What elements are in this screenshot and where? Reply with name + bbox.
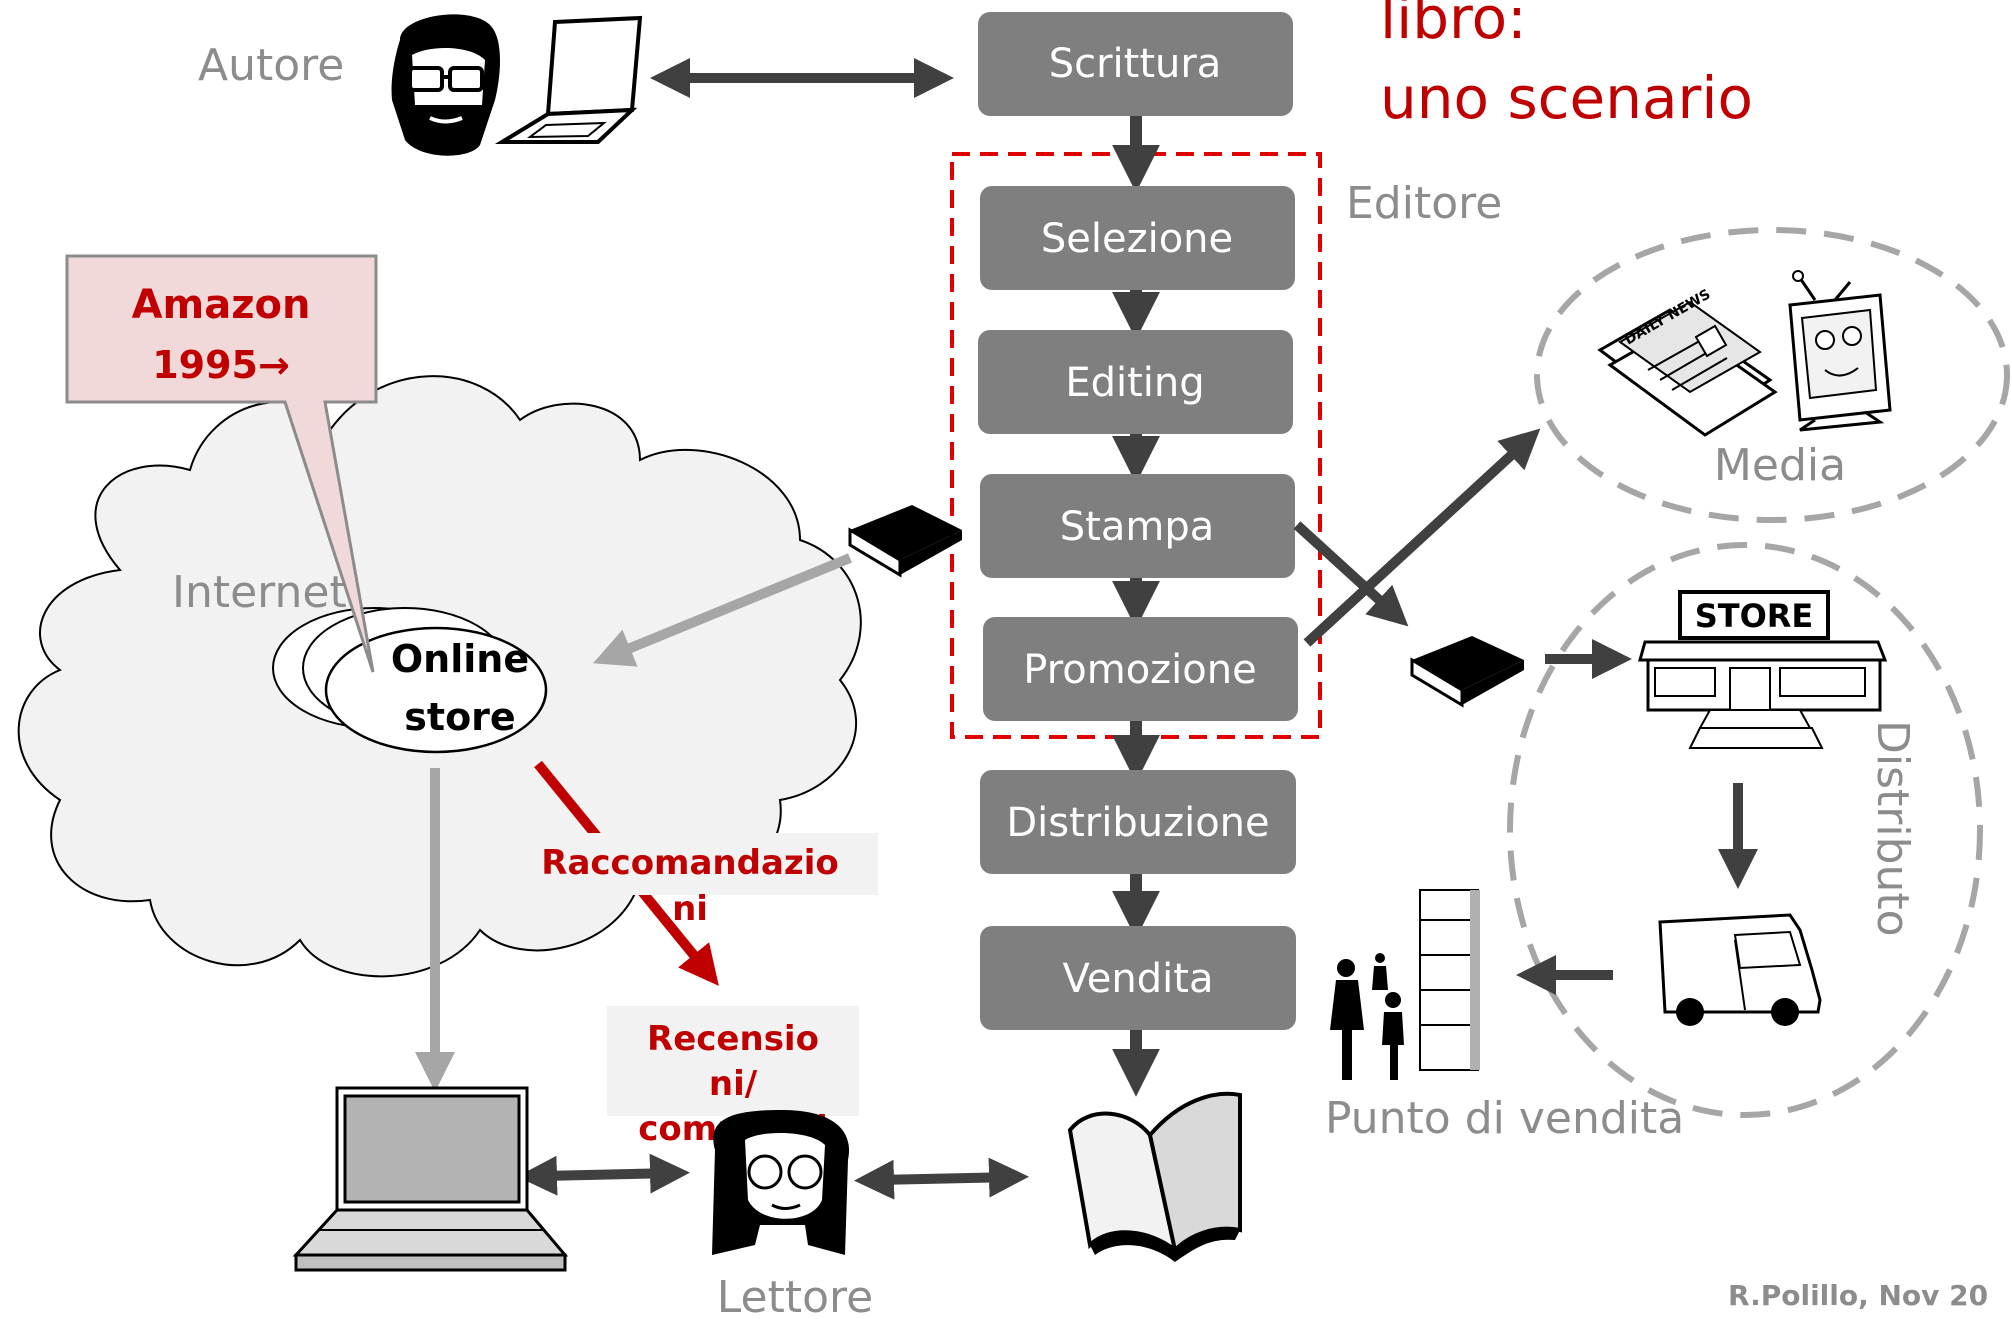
open-book-icon	[1067, 1091, 1242, 1262]
raccomandazioni-box: Raccomandazio ni	[530, 833, 878, 929]
step-editing: Editing	[978, 330, 1293, 434]
punto-vendita-label: Punto di vendita	[1325, 1093, 1684, 1144]
amazon-label: Amazon	[132, 282, 311, 328]
step-distribuzione: Distribuzione	[980, 770, 1296, 874]
store-building-icon: STORE	[1638, 590, 1888, 749]
title-line-1: libro:	[1380, 0, 1527, 52]
step-scrittura: Scrittura	[978, 12, 1293, 116]
side-arrows	[517, 58, 1758, 1200]
amazon-callout: Amazon 1995→	[65, 254, 378, 673]
step-stampa: Stampa	[980, 474, 1295, 578]
bookshop-customers-icon	[1330, 889, 1480, 1080]
woman-reader-icon: Lettore	[712, 1110, 873, 1319]
credit-label: R.Polillo, Nov 20	[1728, 1279, 1988, 1312]
online-store-label-1: Online	[391, 637, 529, 681]
bearded-man-icon	[391, 14, 500, 156]
step-promozione: Promozione	[983, 617, 1298, 721]
closed-book-icon	[848, 505, 962, 578]
store-sign: STORE	[1695, 597, 1814, 635]
step-selezione-label: Selezione	[1041, 216, 1233, 262]
step-vendita-label: Vendita	[1063, 956, 1214, 1002]
amazon-year-label: 1995→	[152, 343, 290, 387]
title-line-2: uno scenario	[1380, 64, 1753, 132]
internet-arrows	[415, 553, 852, 1093]
step-vendita: Vendita	[980, 926, 1296, 1030]
distributore-label: Distributo	[1867, 720, 1918, 937]
step-promozione-label: Promozione	[1023, 647, 1256, 693]
slide-title: libro: uno scenario	[1380, 0, 1753, 132]
reader-laptop-icon	[292, 1086, 569, 1272]
online-store-label-2: store	[404, 695, 515, 739]
lettore-label: Lettore	[717, 1272, 873, 1319]
closed-book-icon-2	[1410, 636, 1524, 708]
autore-label: Autore	[198, 40, 344, 91]
step-distribuzione-label: Distribuzione	[1006, 800, 1269, 846]
author-laptop-icon	[494, 15, 643, 144]
recensioni-label-1: Recensio	[647, 1019, 819, 1059]
distributore-group: Distributo STORE	[1507, 542, 1983, 1118]
editore-label: Editore	[1346, 178, 1502, 229]
raccomandazioni-label-2: ni	[672, 889, 708, 929]
media-group: DAILY NEWS Media	[1534, 227, 2010, 523]
media-label: Media	[1714, 440, 1846, 491]
online-store: Online store	[272, 607, 548, 754]
process-steps: Scrittura Selezione Editing Stampa Promo…	[978, 12, 1298, 1030]
step-stampa-label: Stampa	[1060, 504, 1214, 550]
author-group: Autore	[198, 14, 643, 156]
recensioni-label-2: ni/	[709, 1064, 758, 1104]
internet-label: Internet	[172, 567, 347, 618]
step-scrittura-label: Scrittura	[1049, 41, 1222, 87]
television-icon	[1788, 270, 1892, 432]
step-editing-label: Editing	[1065, 360, 1204, 406]
raccomandazioni-label-1: Raccomandazio	[541, 843, 838, 883]
step-selezione: Selezione	[980, 186, 1295, 290]
delivery-van-icon	[1658, 913, 1822, 1026]
newspaper-icon: DAILY NEWS	[1597, 286, 1778, 437]
